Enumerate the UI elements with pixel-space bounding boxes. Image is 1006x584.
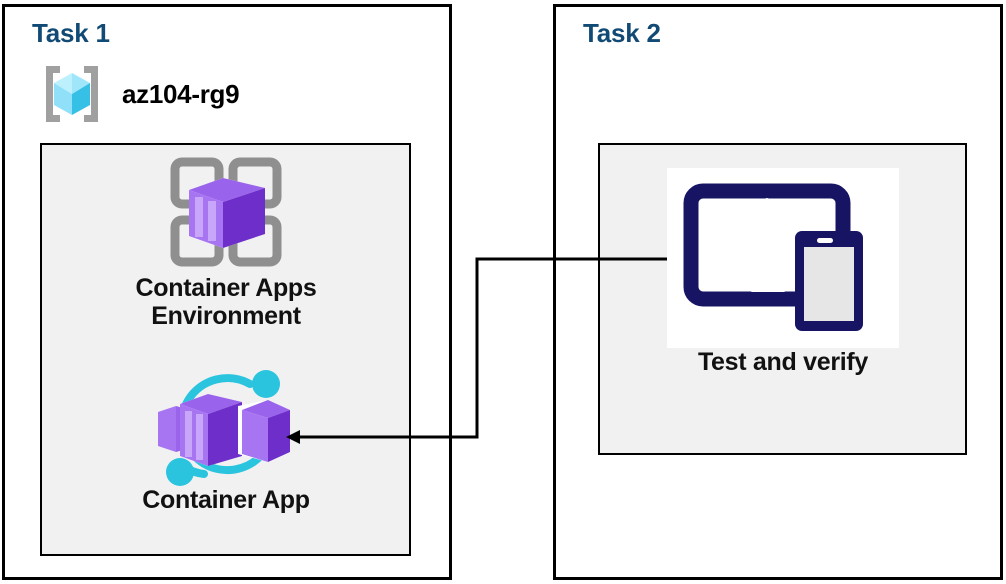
devices-test-icon bbox=[667, 168, 899, 348]
task-1-title: Task 1 bbox=[32, 18, 110, 48]
resource-group-icon bbox=[36, 58, 108, 130]
task-2-title: Task 2 bbox=[583, 18, 661, 48]
container-apps-environment-icon bbox=[161, 152, 291, 274]
container-app-label: Container App bbox=[142, 486, 310, 514]
node-test-and-verify: Test and verify bbox=[640, 168, 926, 376]
test-and-verify-label: Test and verify bbox=[697, 348, 869, 376]
resource-group-header: az104-rg9 bbox=[36, 58, 366, 130]
container-app-icon bbox=[138, 368, 314, 486]
node-container-apps-environment: Container Apps Environment bbox=[60, 152, 392, 330]
container-apps-environment-label: Container Apps Environment bbox=[135, 274, 317, 330]
resource-group-label: az104-rg9 bbox=[122, 78, 240, 109]
node-container-app: Container App bbox=[60, 368, 392, 514]
